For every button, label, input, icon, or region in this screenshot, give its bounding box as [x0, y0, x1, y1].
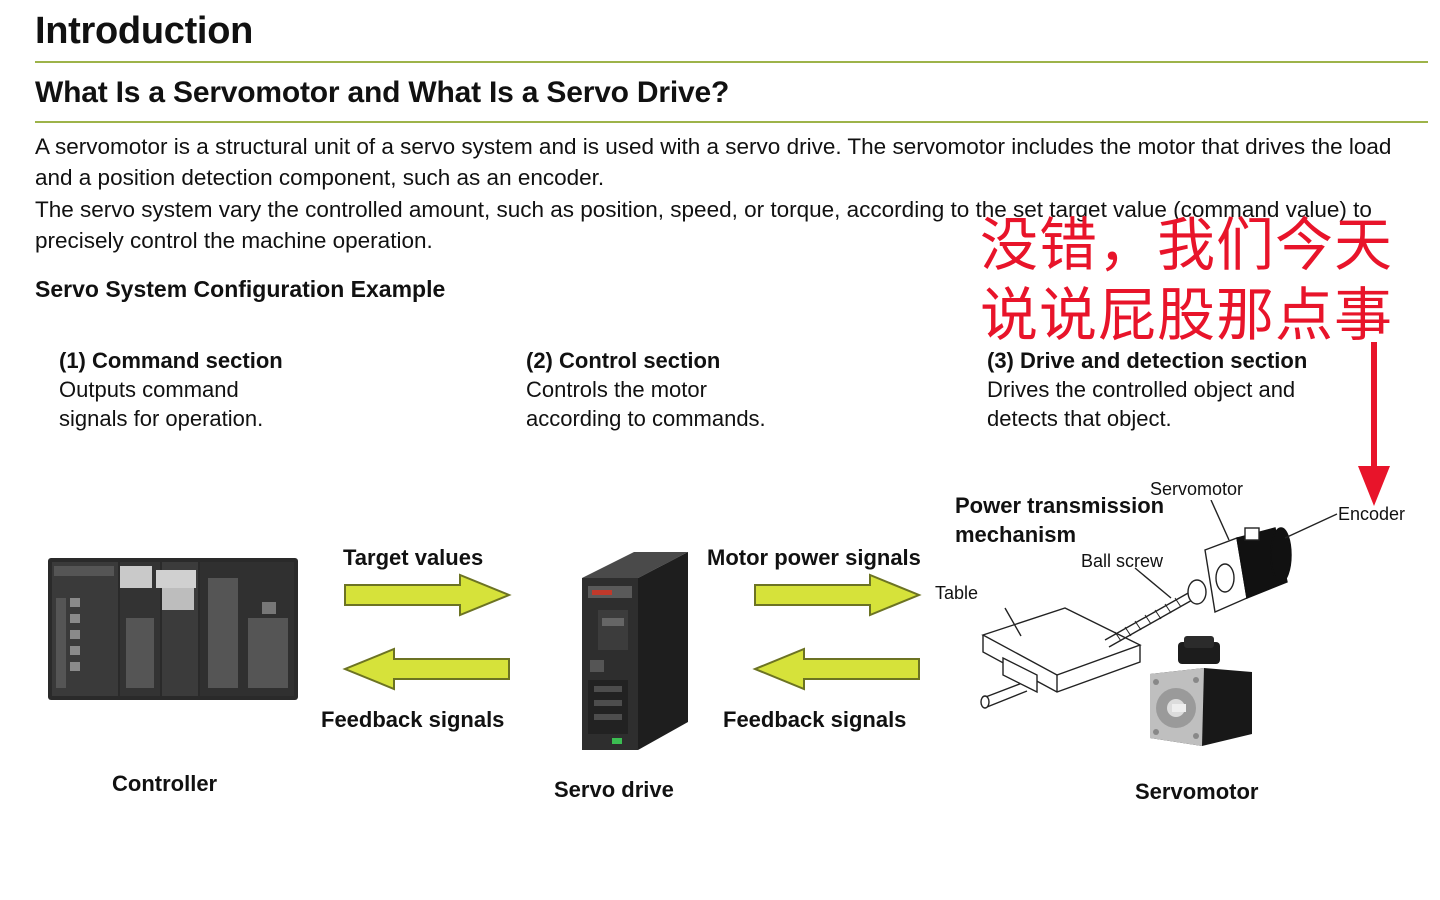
- command-section: (1) Command section Outputs command sign…: [59, 346, 283, 433]
- section-heading: What Is a Servomotor and What Is a Servo…: [35, 76, 730, 109]
- servomotor-callout: Servomotor: [1150, 479, 1244, 499]
- command-section-title: (1) Command section: [59, 348, 283, 373]
- red-annotation-text: 没错，我们今天 说说屁股那点事: [980, 210, 1393, 350]
- title-rule: [35, 61, 1428, 63]
- controller-image: [48, 558, 298, 700]
- drive-section: (3) Drive and detection section Drives t…: [987, 346, 1307, 433]
- drive-section-line2: detects that object.: [987, 406, 1172, 431]
- figure-title: Servo System Configuration Example: [35, 276, 446, 302]
- motor-power-arrow: [754, 573, 922, 617]
- control-section-line2: according to commands.: [526, 406, 766, 431]
- feedback-right-label: Feedback signals: [723, 707, 907, 732]
- command-section-line1: Outputs command: [59, 377, 239, 402]
- ball-screw-callout: Ball screw: [1081, 551, 1164, 571]
- drive-section-title: (3) Drive and detection section: [987, 348, 1308, 373]
- feedback-arrow-right: [752, 647, 920, 691]
- control-section-title: (2) Control section: [526, 348, 721, 373]
- motor-power-label: Motor power signals: [707, 545, 921, 570]
- controller-label: Controller: [112, 771, 218, 796]
- servomotor-image: [1150, 636, 1252, 746]
- target-values-arrow: [344, 573, 512, 617]
- target-values-label: Target values: [343, 545, 484, 570]
- table-callout: Table: [935, 583, 979, 603]
- red-arrow: [1358, 342, 1390, 506]
- power-transmission-label: Power transmission: [955, 493, 1165, 518]
- section-rule: [35, 121, 1428, 123]
- page-title: Introduction: [35, 10, 254, 52]
- servo-drive-label: Servo drive: [554, 777, 674, 802]
- encoder-callout: Encoder: [1338, 504, 1406, 524]
- command-section-line2: signals for operation.: [59, 406, 264, 431]
- control-section-line1: Controls the motor: [526, 377, 707, 402]
- feedback-arrow-left: [342, 647, 510, 691]
- control-section: (2) Control section Controls the motor a…: [526, 346, 766, 433]
- servomotor-label: Servomotor: [1135, 779, 1259, 804]
- annotation-line-1: 没错，我们今天: [980, 211, 1394, 279]
- feedback-left-label: Feedback signals: [321, 707, 505, 732]
- paragraph-2: The servo system vary the controlled amo…: [35, 197, 1372, 253]
- drive-section-line1: Drives the controlled object and: [987, 377, 1296, 402]
- mechanism-drawing: [980, 500, 1338, 709]
- annotation-line-2: 说说屁股那点事: [980, 281, 1394, 349]
- mechanism-label: mechanism: [955, 522, 1077, 547]
- servo-drive-image: [582, 552, 688, 750]
- paragraph-1: A servomotor is a structural unit of a s…: [35, 134, 1392, 190]
